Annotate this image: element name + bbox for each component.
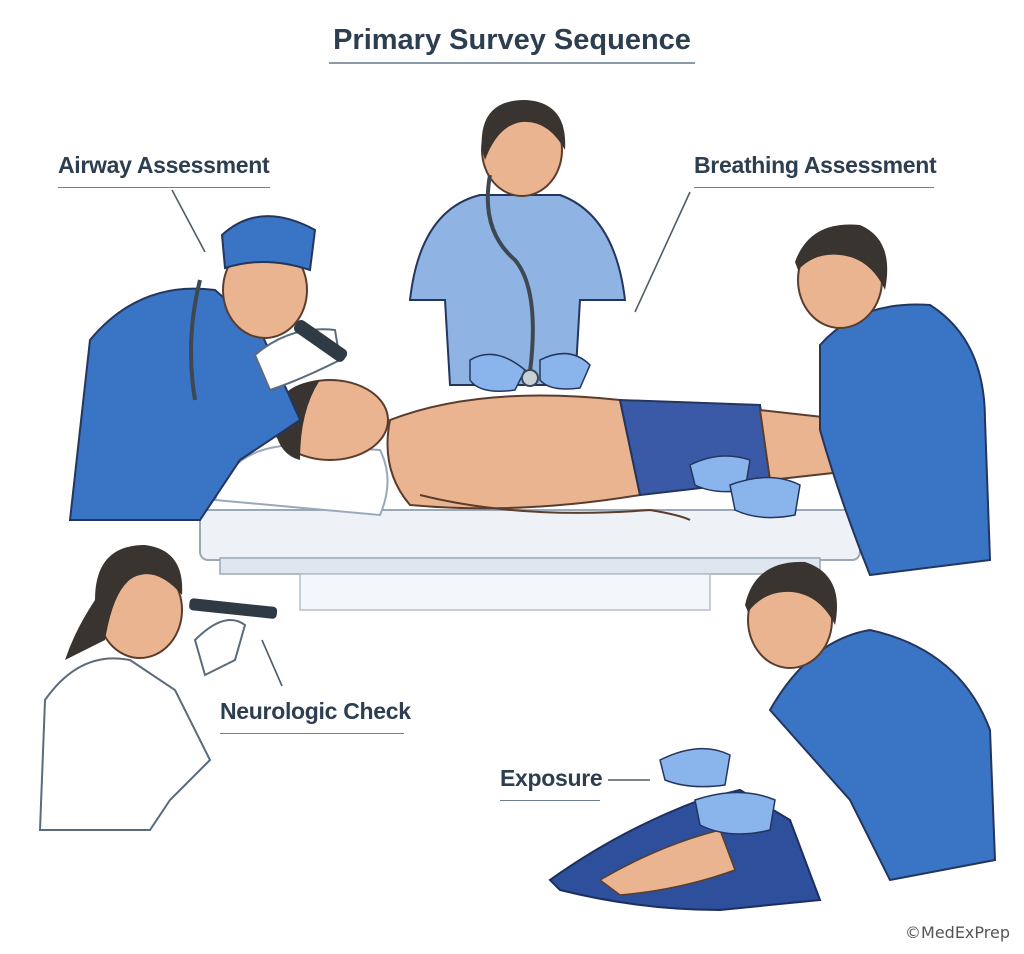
circulation-assessor [689, 224, 992, 577]
label-exposure-underline [500, 800, 600, 801]
glove-right [539, 352, 591, 390]
label-neuro-underline [220, 733, 404, 734]
glove-left [659, 747, 731, 788]
neurologic-checker [38, 545, 278, 831]
breathing-assessor [408, 100, 627, 392]
breathing-leader [634, 191, 691, 313]
exposure-assessor [548, 561, 997, 912]
penlight-icon [189, 598, 278, 619]
glove-white [193, 619, 247, 677]
exposed-torso [598, 829, 736, 896]
label-airway: Airway Assessment [58, 152, 270, 178]
stethoscope-icon [485, 174, 535, 373]
leader-lines [171, 189, 691, 781]
label-airway-underline [58, 187, 270, 188]
page-title: Primary Survey Sequence [0, 24, 1024, 64]
glove-right [694, 791, 776, 835]
patient-arm [419, 494, 691, 521]
label-neuro: Neurologic Check [220, 698, 411, 724]
title-text: Primary Survey Sequence [329, 24, 695, 64]
credit-watermark: ©MedExPrep [905, 923, 1010, 942]
neuro-leader [261, 639, 283, 687]
surgical-cap [220, 215, 317, 272]
glove-left [469, 353, 526, 392]
airway-assessor [68, 215, 348, 521]
label-breathing-underline [694, 187, 934, 188]
glove-right [729, 476, 801, 519]
label-breathing: Breathing Assessment [694, 152, 937, 178]
airway-leader [171, 189, 206, 253]
stethoscope-icon [189, 279, 202, 401]
label-exposure: Exposure [500, 765, 603, 791]
otoscope-icon [293, 319, 348, 362]
